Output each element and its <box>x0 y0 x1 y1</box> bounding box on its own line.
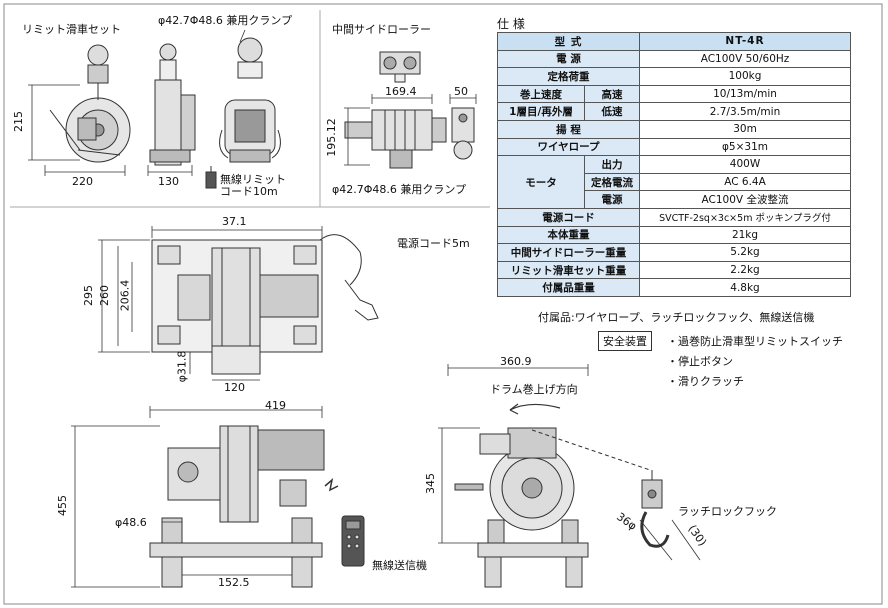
spec-motor-row-value: AC100V 全波整流 <box>639 190 851 209</box>
spec-speed-low-value: 2.7/3.5m/min <box>639 102 851 121</box>
dim-31-8: φ31.8 <box>175 350 189 383</box>
limit-pulley-set-title: リミット滑車セット <box>22 23 121 36</box>
dim-345: 345 <box>424 473 437 494</box>
remote-transmitter <box>341 515 365 567</box>
dim-152-5: 152.5 <box>218 576 250 589</box>
clamp-label-top: φ42.7Φ48.6 兼用クランプ <box>158 14 293 27</box>
dim-260: 260 <box>98 285 111 306</box>
dim-220: 220 <box>72 175 93 188</box>
spec-motor-row-value: AC 6.4A <box>639 172 851 192</box>
wireless-transmitter-label: 無線送信機 <box>372 559 427 572</box>
spec-row-label: ワイヤロープ <box>497 137 640 157</box>
spec-row-label: 中間サイドローラー重量 <box>497 243 640 262</box>
dim-419: 419 <box>265 399 286 412</box>
spec-motor-row-label: 電源 <box>584 190 640 209</box>
dim-48-6: φ48.6 <box>115 516 147 529</box>
spec-row-value: 5.2kg <box>639 243 851 262</box>
spec-row-label: リミット滑車セット重量 <box>497 260 640 280</box>
wireless-signal-icon <box>324 478 339 492</box>
limit-pulley-side-view <box>149 43 196 166</box>
power-cord-drawing <box>319 234 379 321</box>
dims-frontview <box>71 406 323 588</box>
drum-direction-arrow <box>509 403 561 415</box>
spec-row-value: AC100V 50/60Hz <box>639 49 851 69</box>
spec-row-value: 30m <box>639 119 851 139</box>
spec-row-label: 定格荷重 <box>497 67 640 86</box>
limit-pulley-back-view <box>219 37 281 163</box>
spec-row-label: 揚 程 <box>497 119 640 139</box>
spec-speed-label: 巻上速度 <box>497 84 585 104</box>
dims-topview <box>98 226 323 381</box>
spec-head-value: NT-4R <box>639 32 851 51</box>
outer-frame <box>3 3 883 605</box>
accessories-note: 付属品:ワイヤロープ、ラッチロックフック、無線送信機 <box>538 311 815 324</box>
spec-motor-label: モータ <box>497 155 585 209</box>
dim-455: 455 <box>56 495 69 516</box>
safety-item: ・過巻防止滑車型リミットスイッチ <box>667 335 843 348</box>
spec-motor-row-label: 定格電流 <box>584 172 640 192</box>
hoist-front-view <box>149 425 325 588</box>
dims-sideview <box>438 364 701 561</box>
spec-row-value: 4.8kg <box>639 278 851 297</box>
spec-speed-high-label: 高速 <box>584 84 640 104</box>
wireless-limit-cord <box>205 166 217 189</box>
safety-item: ・滑りクラッチ <box>667 375 744 388</box>
spec-row-value: SVCTF-2sq×3c×5m ポッキンプラグ付 <box>639 207 851 227</box>
hoist-top-view <box>151 239 323 375</box>
drum-direction-label: ドラム巻上げ方向 <box>490 383 578 396</box>
dim-37-1: 37.1 <box>222 215 247 228</box>
dims-roller <box>344 94 477 166</box>
side-roller-top-view <box>379 51 421 83</box>
spec-title: 仕 様 <box>497 17 525 31</box>
spec-row-label: 電 源 <box>497 49 640 69</box>
spec-motor-row-value: 400W <box>639 155 851 174</box>
side-roller-side-view <box>451 107 475 160</box>
spec-row-value: 100kg <box>639 67 851 86</box>
safety-devices-label: 安全装置 <box>598 331 652 351</box>
spec-row-label: 電源コード <box>497 207 640 227</box>
dim-295: 295 <box>82 285 95 306</box>
limit-pulley-front-view <box>49 44 131 163</box>
dim-120: 120 <box>224 381 245 394</box>
dim-130: 130 <box>158 175 179 188</box>
hoist-side-view <box>454 427 589 588</box>
power-cord-label: 電源コード5m <box>397 237 470 250</box>
side-roller-title: 中間サイドローラー <box>332 23 431 36</box>
spec-row-label: 付属品重量 <box>497 278 640 297</box>
dim-169-4: 169.4 <box>385 85 417 98</box>
side-roller-front-view <box>344 109 447 169</box>
spec-speed-sublabel: 1層目/再外層 <box>497 102 585 121</box>
safety-item: ・停止ボタン <box>667 355 733 368</box>
dim-206-4: 206.4 <box>118 279 132 312</box>
dim-215: 215 <box>12 111 25 132</box>
clamp-label-roller: φ42.7Φ48.6 兼用クランプ <box>332 183 467 196</box>
dim-195-12: 195.12 <box>324 118 338 157</box>
spec-head-label: 型 式 <box>497 32 640 51</box>
spec-row-value: φ5×31m <box>639 137 851 157</box>
latch-lock-hook <box>531 429 670 548</box>
wireless-limit-cord-label: 無線リミット コード10m <box>220 173 286 198</box>
spec-row-value: 2.2kg <box>639 260 851 280</box>
spec-speed-high-value: 10/13m/min <box>639 84 851 104</box>
dim-360-9: 360.9 <box>500 355 532 368</box>
spec-row-label: 本体重量 <box>497 225 640 245</box>
latch-hook-label: ラッチロックフック <box>678 505 777 518</box>
spec-motor-row-label: 出力 <box>584 155 640 174</box>
spec-row-value: 21kg <box>639 225 851 245</box>
spec-speed-low-label: 低速 <box>584 102 640 121</box>
dim-50: 50 <box>454 85 468 98</box>
dims-pulley <box>28 29 246 176</box>
